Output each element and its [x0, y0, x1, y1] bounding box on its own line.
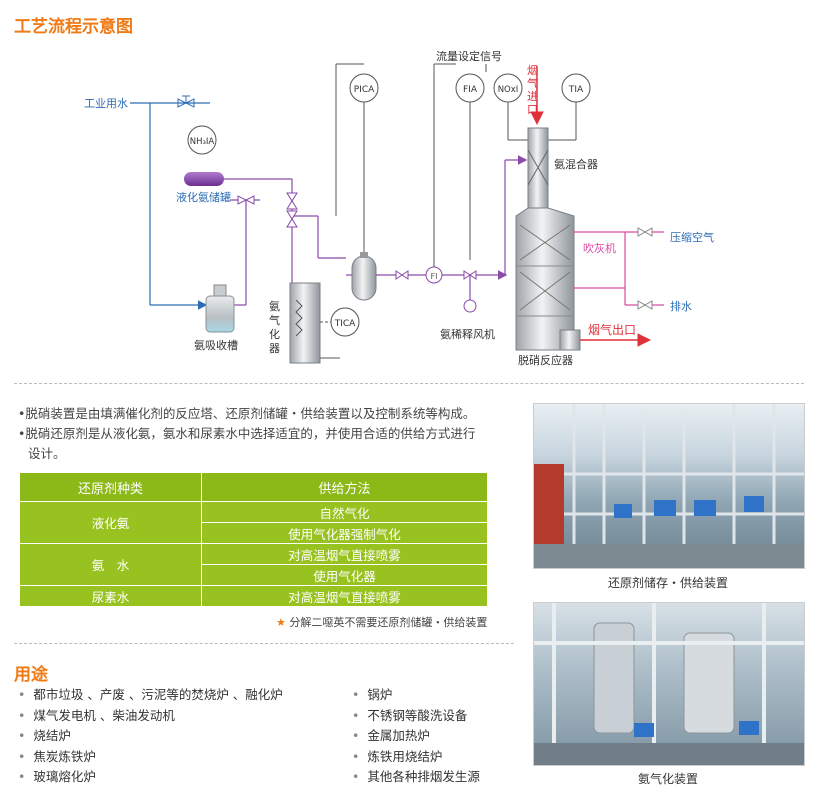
- reactor-label: 脱硝反应器: [518, 353, 573, 367]
- vaporizer-label: 化: [269, 327, 280, 341]
- list-item: •锅炉: [352, 687, 393, 702]
- table-header: 供给方法: [201, 472, 488, 502]
- soot-blower-label: 吹灰机: [583, 241, 616, 255]
- dilution-fan: [463, 299, 477, 313]
- table-header: 还原剂种类: [19, 472, 202, 502]
- fi-label: FI: [431, 272, 438, 281]
- fia-signal-lines: [434, 63, 577, 260]
- fia-label: FIA: [463, 85, 478, 95]
- uses-title: 用途: [14, 665, 48, 685]
- table-cell-method: 使用气化器强制气化: [201, 522, 488, 544]
- list-item: •烧结炉: [18, 728, 71, 743]
- description-line: 脱硝装置是由填满催化剂的反应塔、还原剂储罐・供给装置以及控制系统等构成。: [25, 406, 476, 421]
- list-item-text: 金属加热炉: [367, 728, 430, 743]
- list-item-text: 炼铁用烧结炉: [367, 748, 443, 764]
- photo-caption-top: 还原剂储存・供给装置: [607, 576, 728, 590]
- industrial-water-label: 工业用水: [84, 97, 128, 110]
- table-cell-agent: 尿素水: [19, 585, 202, 607]
- star-icon: ★: [276, 616, 286, 629]
- uses-list-right: •锅炉 •不锈钢等酸洗设备 •金属加热炉 •炼铁用烧结炉 •其他各种排烟发生源: [352, 685, 522, 788]
- description-line: 设计。: [28, 446, 66, 461]
- dilution-fan-label: 氨稀释风机: [440, 327, 495, 341]
- page-title: 工艺流程示意图: [14, 17, 133, 37]
- list-item-text: 锅炉: [367, 687, 393, 702]
- list-item-text: 玻璃熔化炉: [33, 769, 96, 784]
- nh3ia-instrument: [187, 125, 217, 155]
- absorption-tank: [205, 284, 235, 333]
- list-item: •炼铁用烧结炉: [352, 748, 443, 764]
- liquid-ammonia-tank-icon: [184, 172, 224, 186]
- list-item-text: 都市垃圾 、产废 、污泥等的焚烧炉 、融化炉: [33, 687, 283, 702]
- reductant-table: 还原剂种类 供给方法 液化氨 自然气化 使用气化器强制气化 氨 水 对高温烟气直…: [19, 472, 488, 607]
- table-cell-method: 对高温烟气直接喷雾: [201, 585, 488, 607]
- vaporizer-label: 气: [269, 313, 280, 327]
- list-item: •煤气发电机 、柴油发动机: [18, 707, 175, 723]
- absorption-tank-label: 氨吸收槽: [194, 338, 238, 352]
- tica-label: TICA: [334, 319, 356, 329]
- flue-inlet-label: 烟: [527, 63, 538, 77]
- flue-inlet-label: 进: [527, 90, 538, 103]
- water-line: [130, 102, 210, 310]
- nox-label: NOxI: [498, 85, 519, 95]
- nox-instrument: [493, 73, 523, 103]
- buffer-tank: [351, 252, 377, 301]
- table-cell-agent: 液化氨: [19, 501, 202, 544]
- drain-label: 排水: [670, 299, 692, 313]
- table-cell-agent: 氨 水: [19, 543, 202, 586]
- table-cell-method: 使用气化器: [201, 564, 488, 586]
- list-item: •不锈钢等酸洗设备: [352, 707, 468, 723]
- compressed-air-label: 压缩空气: [670, 230, 714, 244]
- description-line: 脱硝还原剂是从液化氨，氨水和尿素水中选择适宜的，并使用合适的供给方式进行: [25, 426, 476, 441]
- ammonia-mixer: [527, 127, 549, 209]
- vaporizer-label: 器: [269, 342, 280, 355]
- ammonia-line: [224, 178, 346, 306]
- photo-caption-bottom: 氨气化装置: [637, 772, 698, 786]
- denitration-reactor: [515, 207, 581, 351]
- flow-signal-label: 流量设定信号: [436, 49, 502, 63]
- list-item: •其他各种排烟发生源: [352, 769, 480, 784]
- pica-signal-line: [335, 63, 365, 258]
- pica-instrument: [349, 73, 379, 103]
- description: •脱硝装置是由填满催化剂的反应塔、还原剂储罐・供给装置以及控制系统等构成。 •脱…: [18, 406, 476, 461]
- list-item-text: 其他各种排烟发生源: [367, 769, 480, 784]
- ammonia-mixer-label: 氨混合器: [554, 157, 598, 171]
- liquid-ammonia-tank-label: 液化氨储罐: [176, 190, 231, 204]
- vaporizer: [289, 282, 340, 364]
- list-item: •都市垃圾 、产废 、污泥等的焚烧炉 、融化炉: [18, 687, 283, 702]
- vaporizer-label: 氨: [269, 300, 280, 313]
- list-item: •金属加热炉: [352, 728, 430, 743]
- ammonia-valves: [237, 192, 298, 228]
- section-divider: [14, 383, 804, 384]
- pica-label: PICA: [354, 85, 375, 95]
- table-cell-method: 自然气化: [201, 501, 488, 523]
- flue-outlet-label: 烟气出口: [588, 322, 636, 337]
- list-item-text: 煤气发电机 、柴油发动机: [33, 707, 175, 723]
- photo-reductant-storage-illustration: [534, 404, 804, 568]
- tica-instrument: [330, 307, 360, 337]
- photo-vaporizer-illustration: [534, 603, 804, 765]
- uses-list-left: •都市垃圾 、产废 、污泥等的焚烧炉 、融化炉 •煤气发电机 、柴油发动机 •烧…: [18, 685, 338, 788]
- flue-inlet-label: 口: [527, 103, 538, 116]
- flue-inlet-label: 气: [527, 76, 538, 90]
- list-item-text: 焦炭炼铁炉: [33, 748, 96, 764]
- nh3ia-label: NH₃IA: [190, 137, 215, 147]
- list-item-text: 烧结炉: [33, 728, 71, 743]
- list-item: •玻璃熔化炉: [18, 769, 96, 784]
- table-cell-method: 对高温烟气直接喷雾: [201, 543, 488, 565]
- fia-instrument: [455, 73, 485, 103]
- soot-blower-lines: [574, 227, 664, 310]
- list-item: •焦炭炼铁炉: [18, 748, 96, 764]
- process-flow-diagram: 工业用水 NH₃IA 液化氨储罐 氨吸收槽 氨 气 化 器 TICA: [84, 49, 714, 367]
- tia-label: TIA: [568, 85, 584, 95]
- list-item-text: 不锈钢等酸洗设备: [367, 707, 468, 723]
- table-note: ★ 分解二噁英不需要还原剂储罐・供给装置: [276, 614, 487, 630]
- photo-vaporizer: [533, 602, 805, 766]
- section-divider: [14, 643, 514, 644]
- photo-reductant-storage: [533, 403, 805, 569]
- tia-instrument: [561, 73, 591, 103]
- water-valve: [177, 95, 195, 108]
- table-note-text: 分解二噁英不需要还原剂储罐・供给装置: [289, 616, 488, 629]
